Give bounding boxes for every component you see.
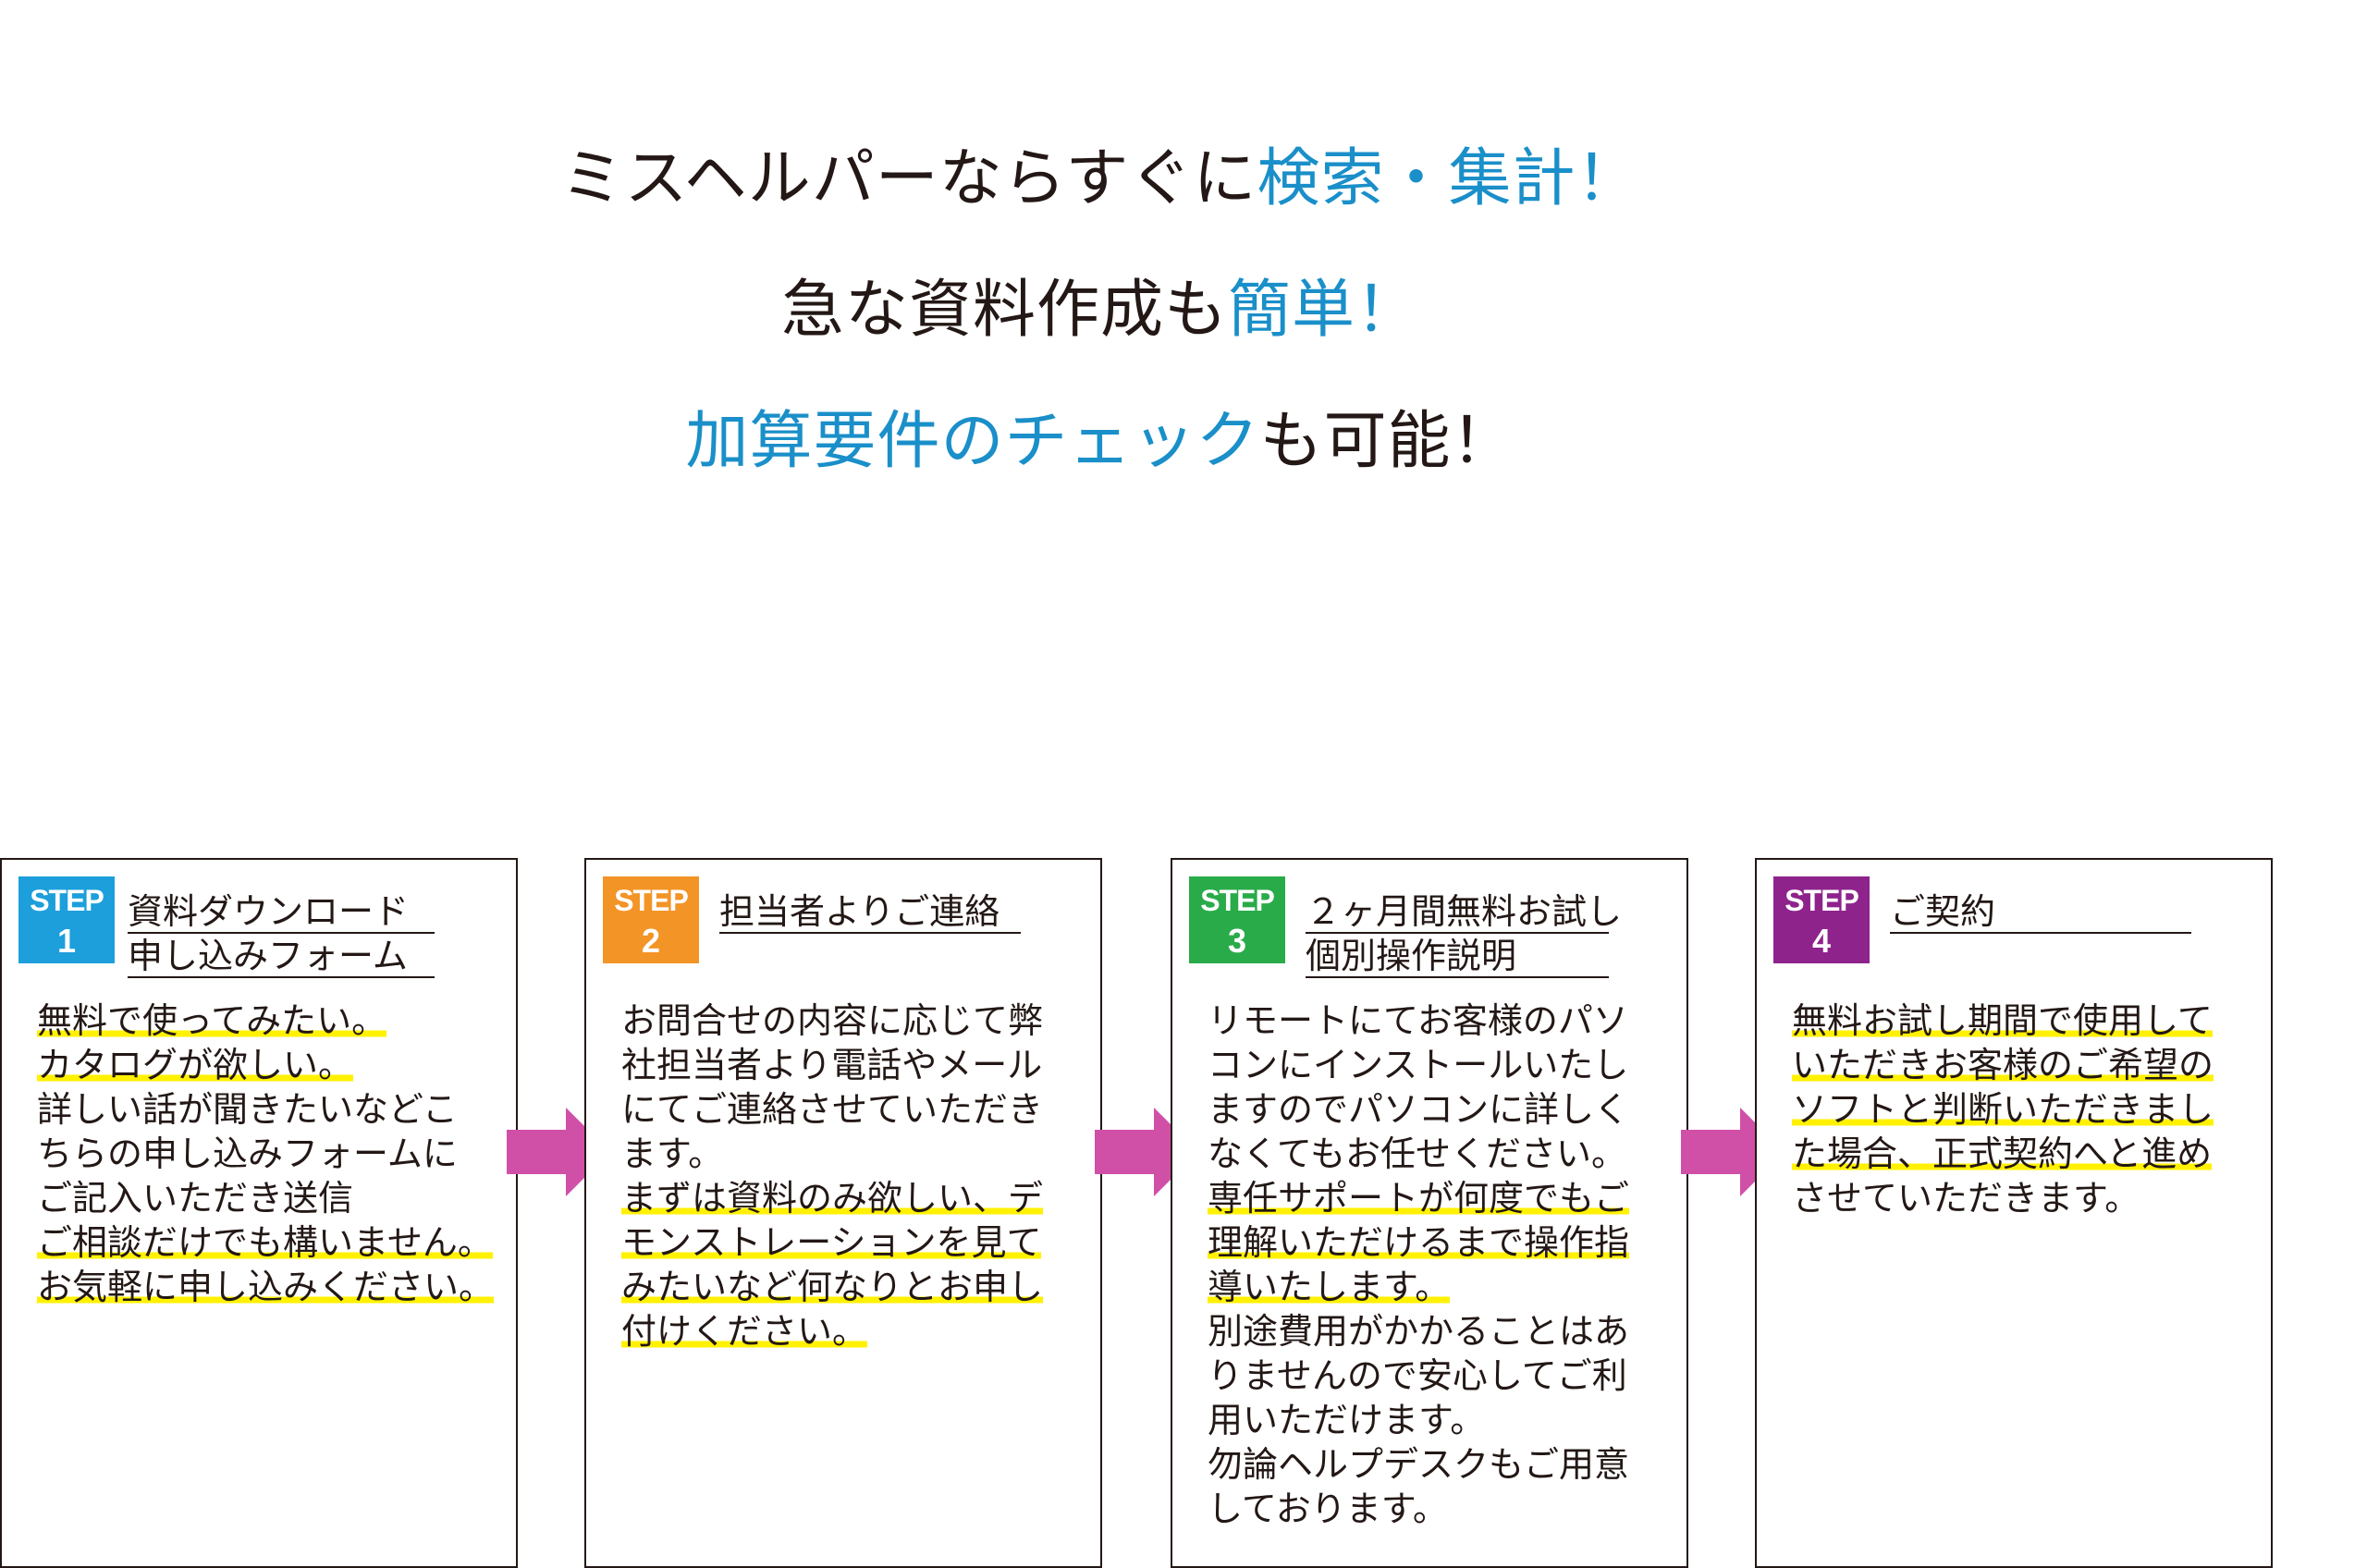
step-text-line: 用いただけます。	[1208, 1400, 1486, 1440]
headline-accent: 簡単！	[1228, 274, 1420, 347]
headline-text: ミスヘルパーならすぐに	[560, 142, 1257, 215]
step-text-line: まずは資料のみ欲しい、デ	[621, 1176, 1044, 1220]
step-4-card: STEP 4 ご契約 無料お試し期間で使用して いただきお客様のご希望の ソフト…	[1755, 858, 2273, 1568]
step-text-line: お問合せの内容に応じて弊	[621, 1000, 1044, 1041]
step-text-line: た場合、正式契約へと進め	[1792, 1132, 2213, 1176]
headline-accent: 検索・集計！	[1257, 142, 1640, 215]
step-4-title: ご契約	[1890, 889, 2191, 934]
step-text-line: ソフトと判断いただきまし	[1792, 1087, 2214, 1132]
step-text-line: 無料お試し期間で使用して	[1792, 998, 2213, 1043]
headline-checks: 加算要件のチェックも可能！	[0, 410, 2201, 473]
step-title-line: ２ヶ月間無料お試し	[1306, 891, 1623, 934]
step-text-line: ご記入いただき送信	[37, 1178, 354, 1219]
step-text-line: ちらの申し込みフォームに	[37, 1133, 458, 1174]
step-title-line: 資料ダウンロード	[128, 889, 435, 934]
step-text-line: みたいなど何なりとお申し	[621, 1265, 1044, 1309]
step-text-line: リモートにてお客様のパソ	[1208, 1000, 1628, 1041]
step-text-line: 導いたします。	[1208, 1265, 1451, 1309]
step-number: 1	[56, 922, 77, 960]
step-number: 2	[641, 922, 661, 960]
step-title-line: 担当者よりご連絡	[719, 889, 1021, 934]
step-3-title: ２ヶ月間無料お試し 個別操作説明	[1306, 889, 1622, 978]
headline-text: 急な資料作成も	[780, 274, 1228, 347]
step-3-body: リモートにてお客様のパソ コンにインストールいたし ますのでパソコンに詳しく な…	[1208, 998, 1630, 1531]
step-title-line: 申し込みフォーム	[128, 934, 435, 978]
step-1-badge: STEP 1	[18, 876, 115, 963]
step-text-line: 社担当者より電話やメール	[621, 1045, 1043, 1085]
step-text-line: 専任サポートが何度でもご	[1208, 1176, 1630, 1220]
step-3-badge: STEP 3	[1189, 876, 1285, 963]
step-1-body: 無料で使ってみたい。 カタログが欲しい。 詳しい話が聞きたいなどこ ちらの申し込…	[37, 998, 495, 1309]
step-label: STEP	[1200, 884, 1275, 917]
step-3-card: STEP 3 ２ヶ月間無料お試し 個別操作説明 リモートにてお客様のパソ コンに…	[1171, 858, 1688, 1568]
step-text-line: いただきお客様のご希望の	[1792, 1043, 2214, 1087]
step-text-line: ますのでパソコンに詳しく	[1208, 1089, 1630, 1130]
step-1-title: 資料ダウンロード 申し込みフォーム	[128, 889, 435, 978]
step-2-body: お問合せの内容に応じて弊 社担当者より電話やメール にてご連絡させていただき ま…	[621, 998, 1044, 1354]
step-2-title: 担当者よりご連絡	[719, 889, 1021, 934]
step-title-line: 個別操作説明	[1306, 934, 1622, 978]
step-text-line: 理解いただけるまで操作指	[1208, 1220, 1630, 1265]
headline-search-aggregate: ミスヘルパーならすぐに検索・集計！	[0, 148, 2201, 211]
step-1-card: STEP 1 資料ダウンロード 申し込みフォーム 無料で使ってみたい。 カタログ…	[0, 858, 518, 1568]
step-text-line: りませんので安心してご利	[1208, 1355, 1627, 1396]
step-text-line: 勿論ヘルプデスクもご用意	[1208, 1444, 1630, 1485]
step-label: STEP	[614, 884, 689, 917]
step-title-line: ご契約	[1890, 889, 2191, 934]
headline-documents: 急な資料作成も簡単！	[0, 279, 2201, 342]
step-text-line: 無料で使ってみたい。	[37, 998, 387, 1043]
step-text-line: カタログが欲しい。	[37, 1043, 354, 1087]
step-text-line: にてご連絡させていただき	[621, 1089, 1044, 1130]
step-text-line: コンにインストールいたし	[1208, 1045, 1629, 1085]
step-2-card: STEP 2 担当者よりご連絡 お問合せの内容に応じて弊 社担当者より電話やメー…	[584, 858, 1102, 1568]
step-label: STEP	[1784, 884, 1859, 917]
step-text-line: ご相談だけでも構いません。	[37, 1220, 493, 1265]
step-number: 4	[1811, 922, 1832, 960]
step-number: 3	[1227, 922, 1247, 960]
step-label: STEP	[30, 884, 104, 917]
step-text-line: 付けください。	[621, 1309, 868, 1354]
step-text-line: お気軽に申し込みください。	[37, 1265, 495, 1309]
headline-accent: 加算要件のチェック	[685, 405, 1260, 478]
step-text-line: ます。	[621, 1133, 724, 1174]
step-text-line: 詳しい話が聞きたいなどこ	[37, 1089, 458, 1130]
step-text-line: させていただきます。	[1792, 1178, 2140, 1219]
step-text-line: しております。	[1208, 1488, 1448, 1529]
step-2-badge: STEP 2	[603, 876, 699, 963]
step-text-line: モンストレーションを見て	[621, 1220, 1042, 1265]
step-text-line: 別途費用がかかることはあ	[1208, 1311, 1630, 1352]
headline-text: も可能！	[1259, 405, 1515, 478]
step-4-badge: STEP 4	[1773, 876, 1870, 963]
step-text-line: なくてもお任せください。	[1208, 1133, 1626, 1174]
step-4-body: 無料お試し期間で使用して いただきお客様のご希望の ソフトと判断いただきまし た…	[1792, 998, 2214, 1220]
